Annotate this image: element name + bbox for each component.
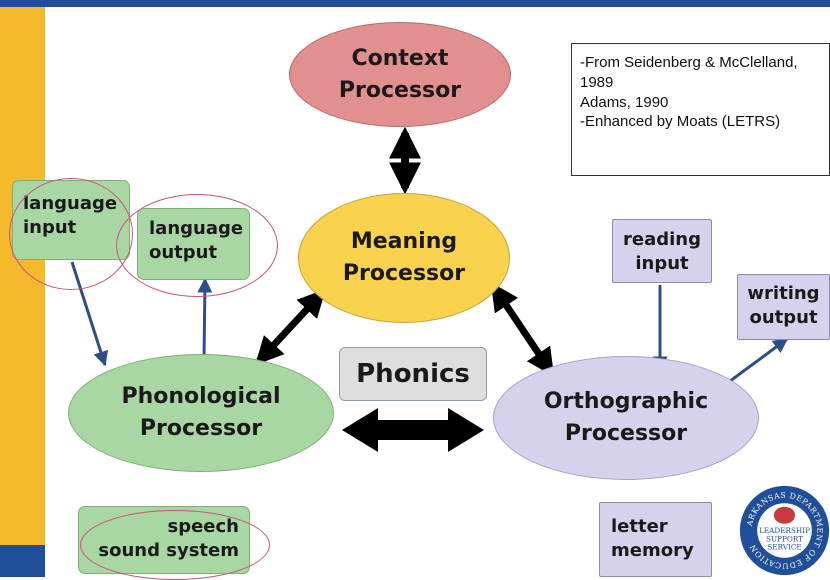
arrow-phonological-orthographic xyxy=(342,408,484,452)
left-accent-bar xyxy=(0,7,45,545)
speech-sound-system-box: speech sound system xyxy=(78,506,250,574)
arrow-language-input-to-phonological xyxy=(70,261,109,367)
left-accent-bar-bottom xyxy=(0,545,45,577)
phonics-label: Phonics xyxy=(339,347,487,401)
arrow-orthographic-to-writing-output xyxy=(721,337,789,389)
writing-output-box: writing output xyxy=(737,274,830,340)
citation-line: Adams, 1990 xyxy=(580,93,669,111)
seal-apple-icon xyxy=(774,506,795,524)
reading-input-box: reading input xyxy=(612,219,712,283)
orthographic-processor: Orthographic Processor xyxy=(493,356,759,480)
writing-output-line1: writing xyxy=(747,283,820,304)
arrow-meaning-orthographic xyxy=(490,282,555,377)
phonological-processor: Phonological Processor xyxy=(68,354,334,472)
phonics-text: Phonics xyxy=(356,359,470,389)
letter-memory-line2: memory xyxy=(611,540,694,562)
language-input-box: language input xyxy=(12,180,130,260)
context-processor-line1: Context xyxy=(351,45,449,71)
context-processor: Context Processor xyxy=(289,22,511,127)
citation-line: -From Seidenberg & McClelland, xyxy=(580,54,798,71)
speech-line1: speech xyxy=(167,516,240,537)
language-input-line1: language xyxy=(23,193,118,214)
writing-output-line2: output xyxy=(749,307,818,329)
phonological-processor-line1: Phonological xyxy=(121,384,281,410)
citation-line: 1989 xyxy=(580,73,614,91)
language-output-line2: output xyxy=(149,242,218,264)
department-seal-logo: ARKANSAS DEPARTMENT OF EDUCATION LEADERS… xyxy=(739,485,830,576)
arrow-phonological-to-language-output xyxy=(197,277,213,361)
letter-memory-box: letter memory xyxy=(599,502,712,577)
orthographic-processor-line1: Orthographic xyxy=(543,389,709,415)
meaning-processor-line2: Processor xyxy=(342,261,466,286)
seal-line3: SERVICE xyxy=(767,543,801,552)
meaning-processor-line1: Meaning xyxy=(350,229,458,255)
language-output-line1: language xyxy=(149,218,244,239)
speech-line2: sound system xyxy=(98,540,239,562)
arrow-meaning-phonological xyxy=(255,288,326,366)
orthographic-processor-line2: Processor xyxy=(564,421,688,446)
seal-inner-disc xyxy=(757,503,812,558)
seal-line1: LEADERSHIP xyxy=(759,526,810,535)
phonological-processor-line2: Processor xyxy=(139,416,263,441)
language-input-line2: input xyxy=(23,217,77,239)
reading-input-line1: reading xyxy=(623,229,701,250)
seal-line2: SUPPORT xyxy=(766,534,803,543)
reading-input-line2: input xyxy=(635,253,689,275)
letter-memory-line1: letter xyxy=(611,516,668,537)
context-processor-line2: Processor xyxy=(338,77,462,103)
citation-line: -Enhanced by Moats (LETRS) xyxy=(580,113,781,131)
language-output-box: language output xyxy=(137,208,250,280)
meaning-processor: Meaning Processor xyxy=(298,193,510,323)
top-banner-bar xyxy=(0,0,830,7)
citation-box: -From Seidenberg & McClelland, 1989 Adam… xyxy=(571,43,830,176)
